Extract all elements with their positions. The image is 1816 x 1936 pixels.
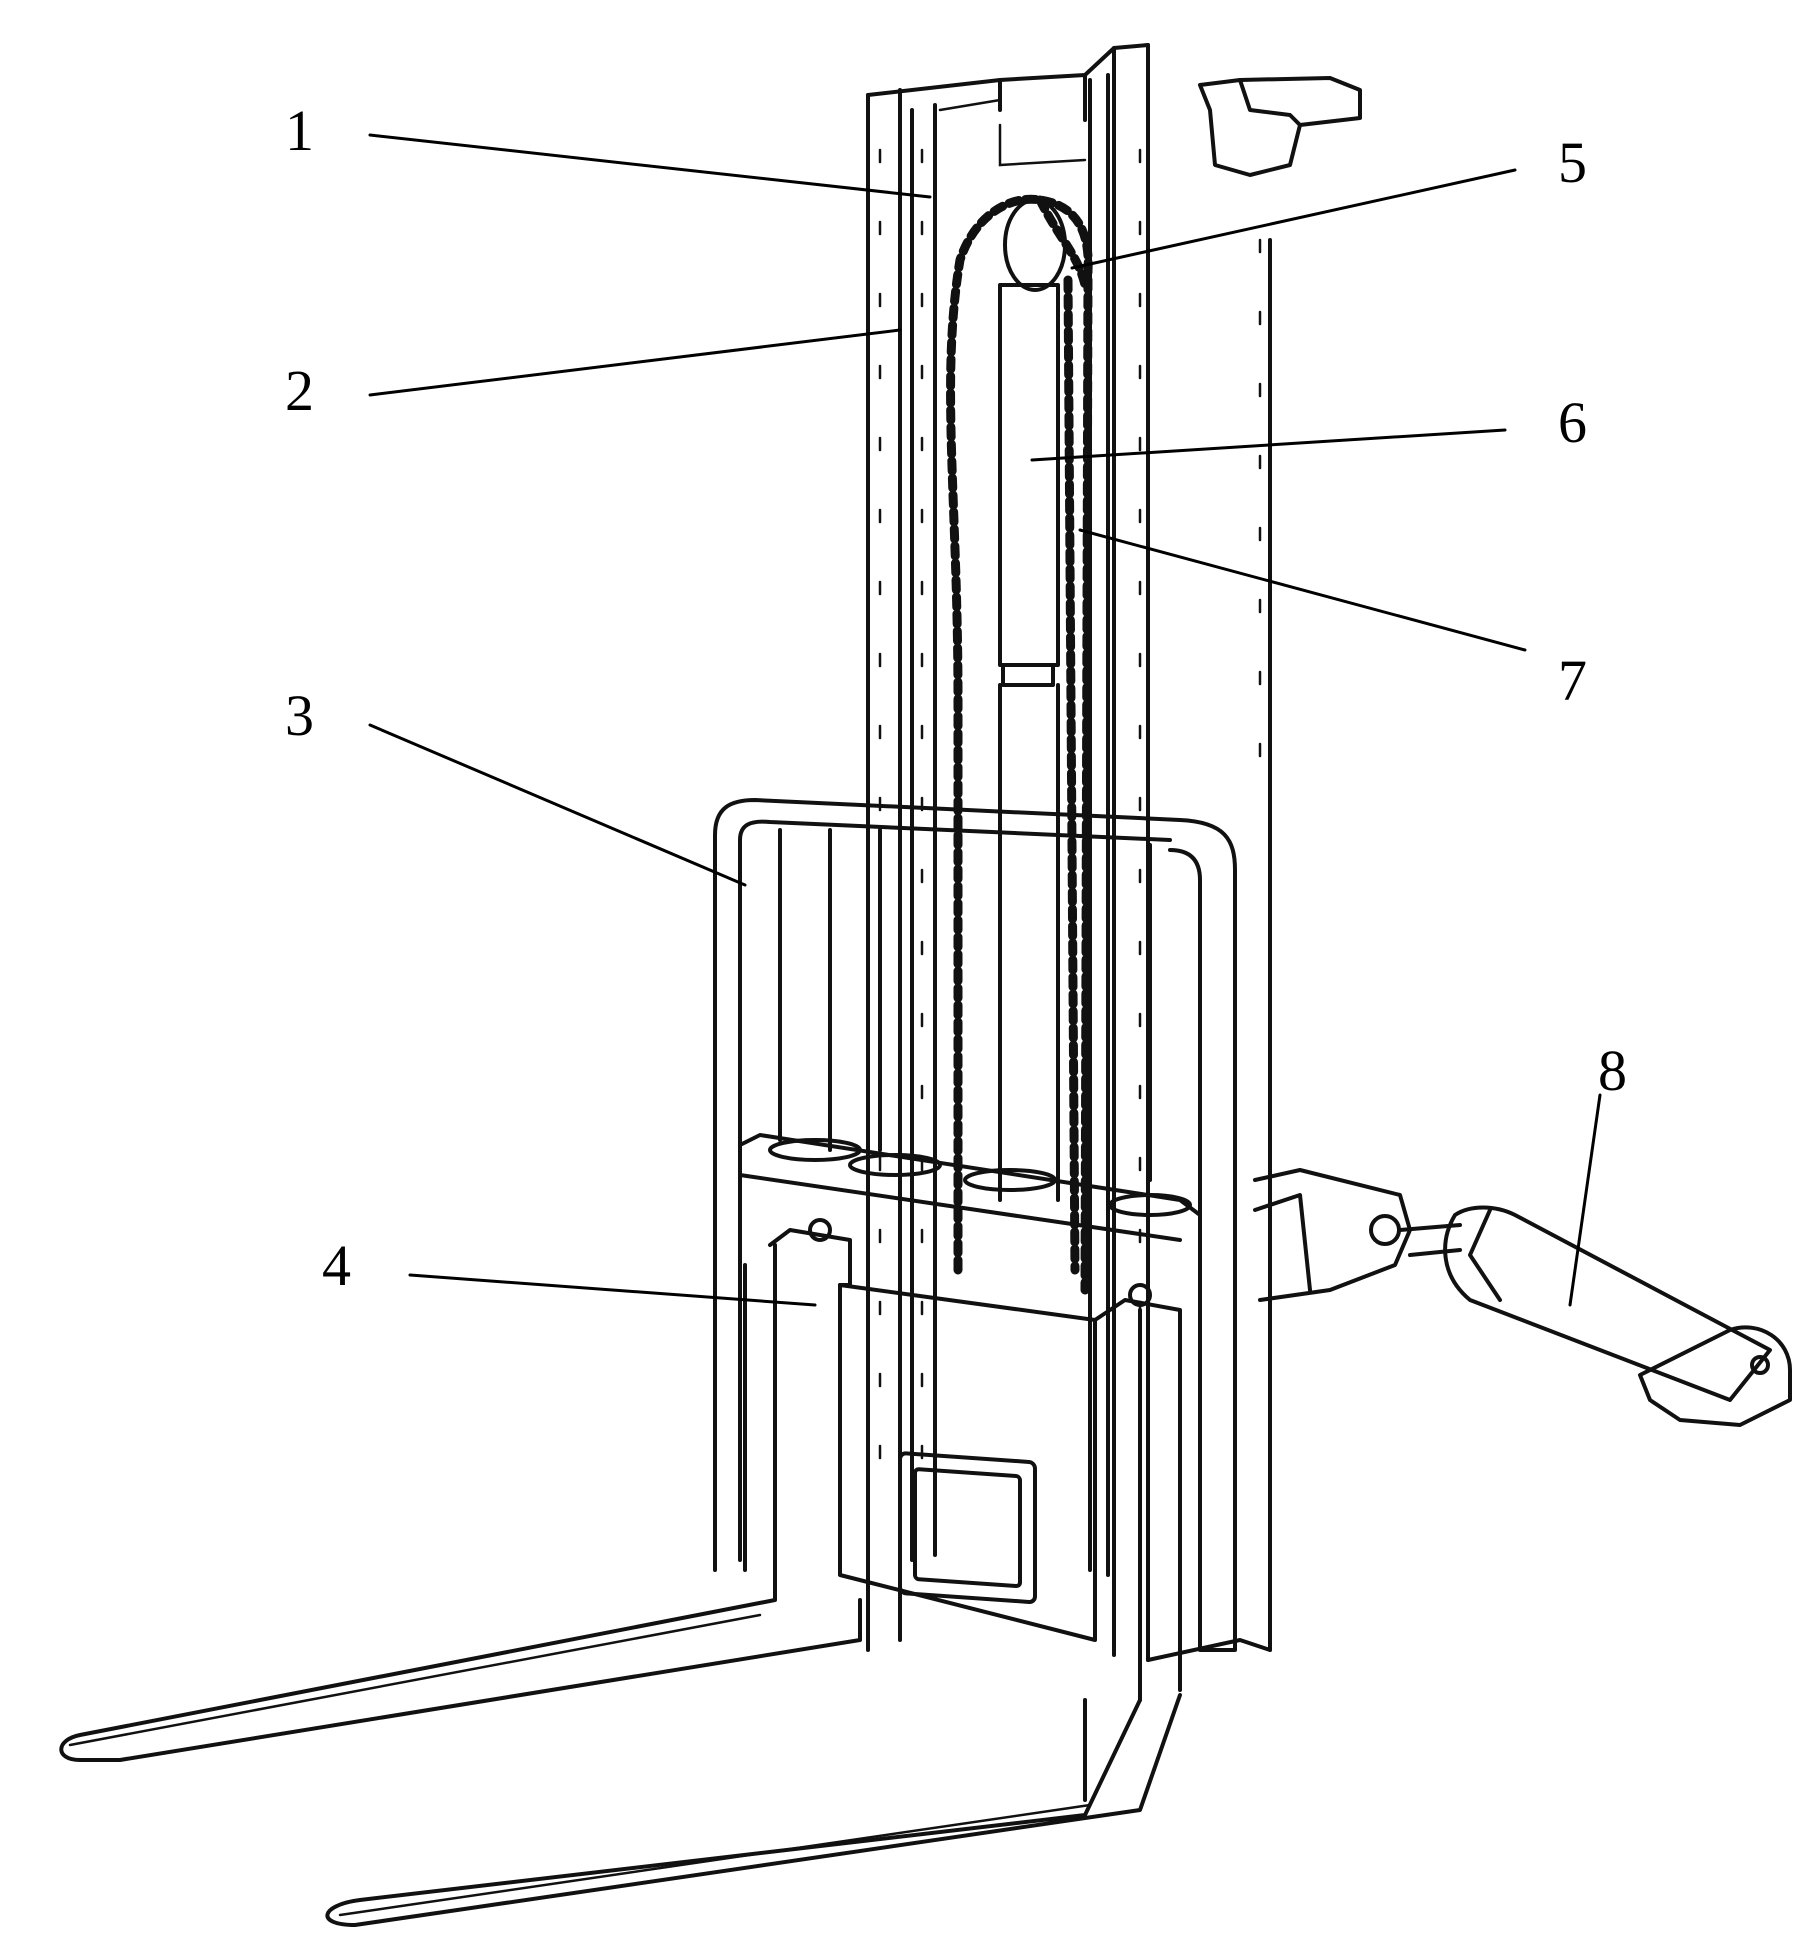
leader-2	[368, 328, 902, 397]
leader-3	[368, 723, 747, 887]
tilt-cylinder	[1253, 1168, 1792, 1427]
label-3: 3	[285, 683, 314, 748]
leader-4	[408, 1273, 817, 1307]
chain-assembly	[946, 194, 1093, 1295]
leader-7	[1078, 528, 1527, 652]
carriage-frame	[713, 798, 1237, 1652]
label-7: 7	[1558, 648, 1587, 713]
lift-cylinder	[998, 283, 1060, 1202]
leader-6	[1030, 428, 1507, 462]
leader-5	[1070, 168, 1517, 270]
label-5: 5	[1558, 130, 1587, 195]
label-8: 8	[1598, 1038, 1627, 1103]
leader-lines	[368, 133, 1602, 1307]
fork-carriage	[59, 1218, 1182, 1927]
outer-mast	[866, 43, 1362, 1662]
label-4: 4	[322, 1233, 351, 1298]
part-labels: 1 2 3 4 5 6 7 8	[285, 98, 1627, 1298]
leader-8	[1568, 1093, 1602, 1307]
label-1: 1	[285, 98, 314, 163]
leader-1	[368, 133, 932, 199]
label-6: 6	[1558, 390, 1587, 455]
label-2: 2	[285, 358, 314, 423]
